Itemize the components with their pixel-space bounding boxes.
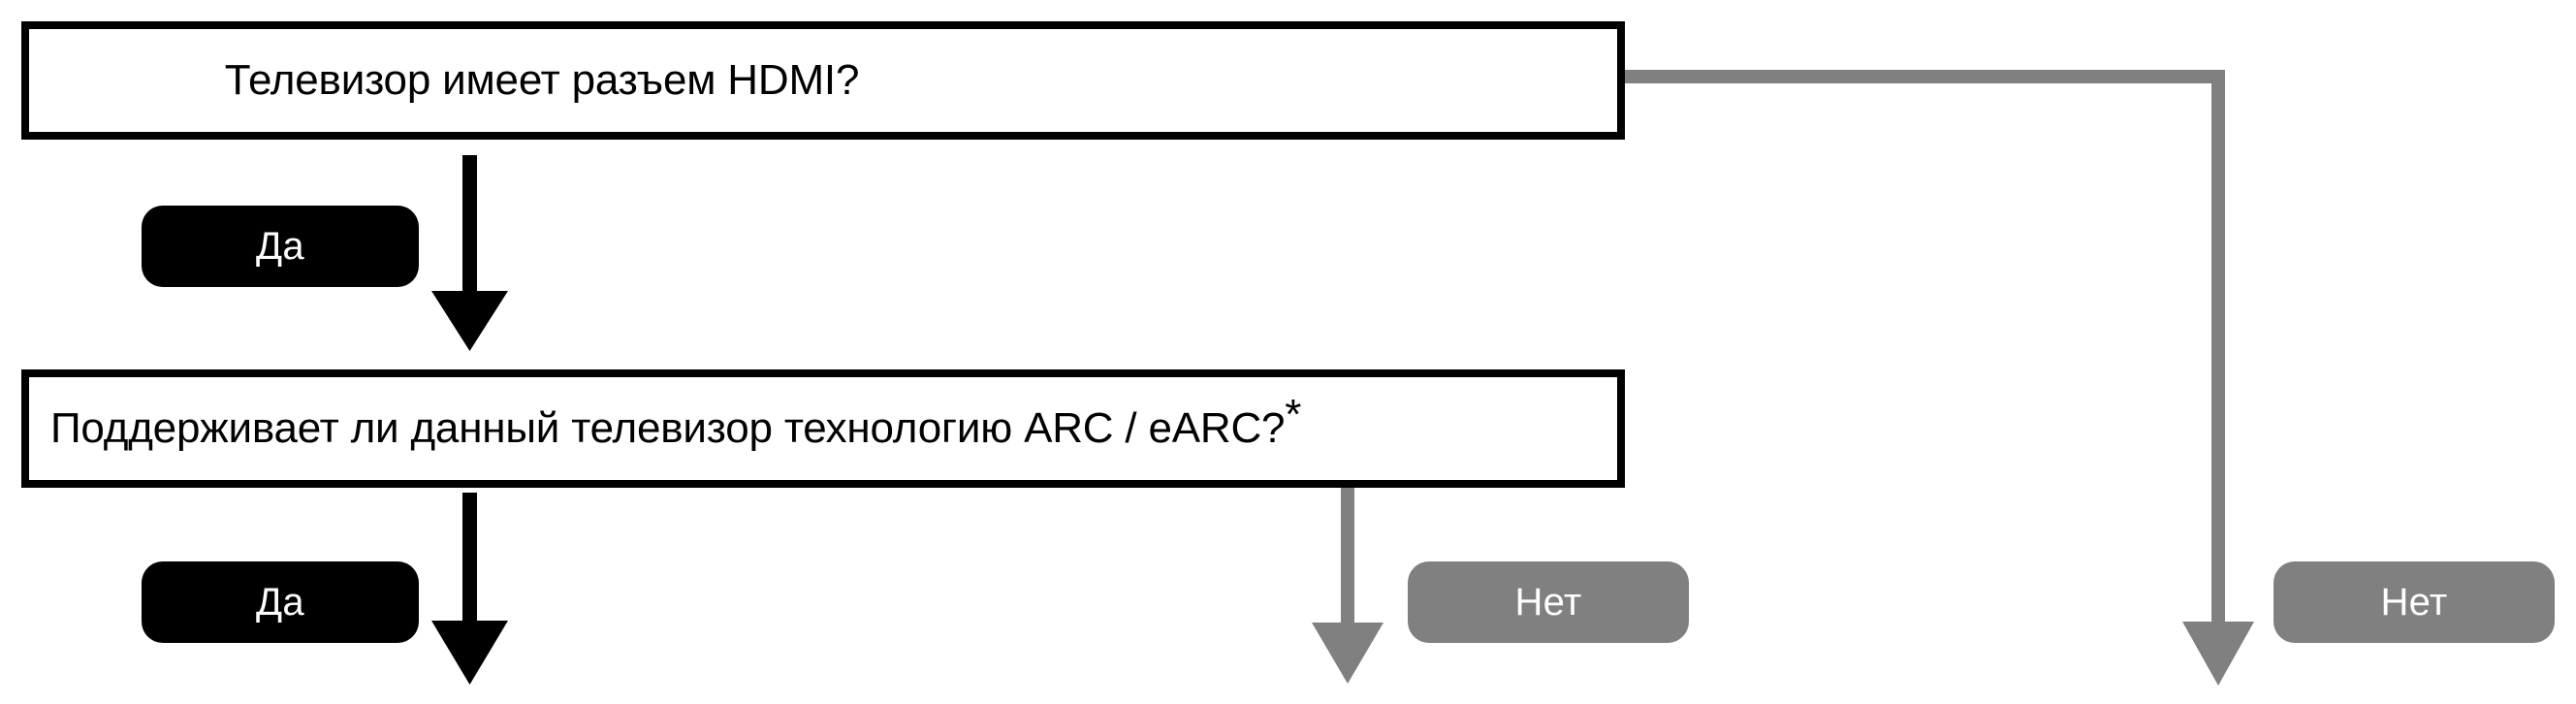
decision-box-hdmi-label: Телевизор имеет разъем HDMI? <box>224 55 860 104</box>
decision-box-arc-text: Поддерживает ли данный телевизор техноло… <box>50 403 1286 452</box>
decision-box-arc-label: Поддерживает ли данный телевизор техноло… <box>29 394 1301 452</box>
edge-label-yes-hdmi[interactable]: Да <box>142 206 419 287</box>
edge-label-no-hdmi[interactable]: Нет <box>2274 561 2555 643</box>
decision-box-hdmi[interactable]: Телевизор имеет разъем HDMI? <box>21 21 1625 140</box>
edge-label-yes-arc[interactable]: Да <box>142 561 419 643</box>
edge-label-yes-hdmi-text: Да <box>256 224 304 268</box>
connector-hdmi-yes-arrow <box>431 155 508 351</box>
edge-label-no-arc-text: Нет <box>1514 580 1582 624</box>
connector-arc-no-arrow <box>1312 488 1383 684</box>
connector-arc-yes-arrow <box>431 493 508 685</box>
edge-label-yes-arc-text: Да <box>256 580 304 624</box>
decision-box-arc[interactable]: Поддерживает ли данный телевизор техноло… <box>21 369 1625 488</box>
connector-hdmi-no-arrow <box>1617 70 2254 686</box>
edge-label-no-arc[interactable]: Нет <box>1408 561 1689 643</box>
edge-label-no-hdmi-text: Нет <box>2380 580 2448 624</box>
footnote-asterisk: * <box>1285 391 1302 439</box>
